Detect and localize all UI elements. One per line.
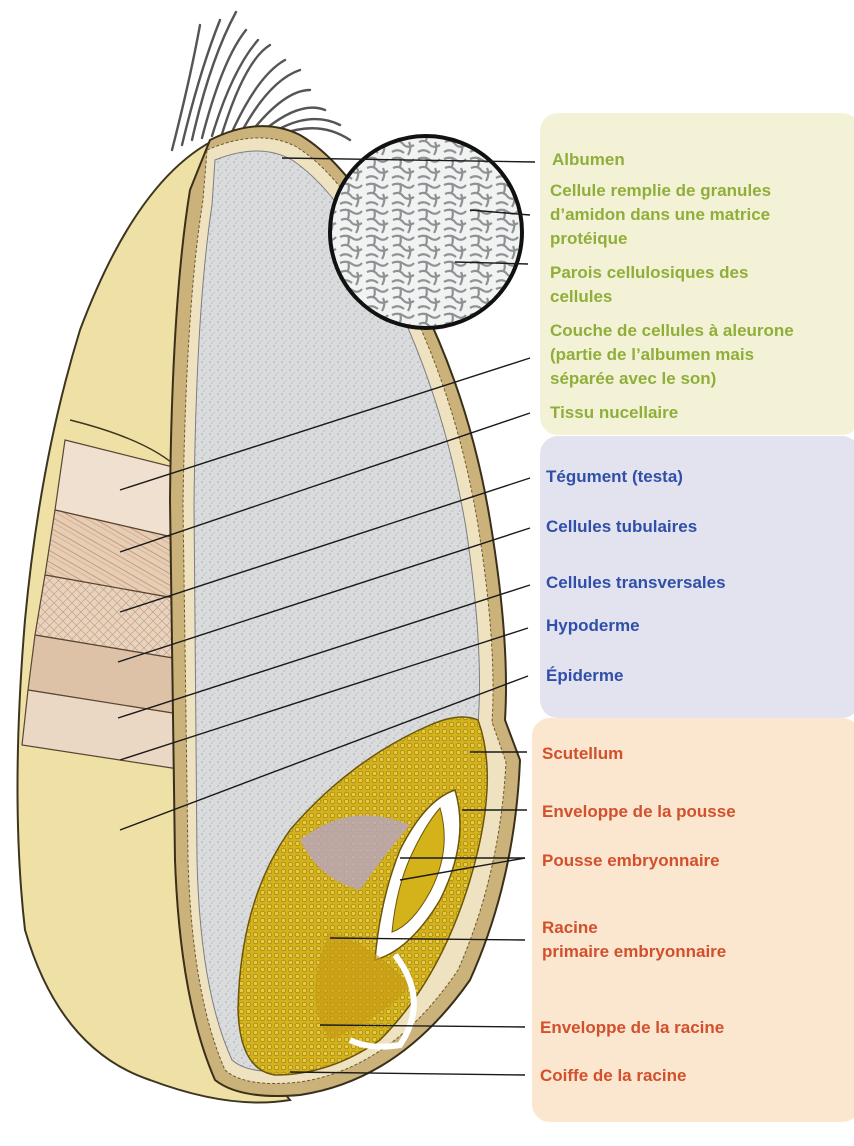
label-coiffe-racine: Coiffe de la racine bbox=[540, 1065, 686, 1087]
label-cellules-transversales: Cellules transversales bbox=[546, 572, 726, 594]
label-couche-line3: séparée avec le son) bbox=[550, 368, 716, 390]
label-couche-line2: (partie de l’albumen mais bbox=[550, 344, 754, 366]
label-scutellum: Scutellum bbox=[542, 743, 623, 765]
label-tissu-nucellaire: Tissu nucellaire bbox=[550, 402, 678, 424]
label-enveloppe-pousse: Enveloppe de la pousse bbox=[542, 801, 736, 823]
label-epiderme: Épiderme bbox=[546, 665, 623, 687]
label-racine-line1: Racine bbox=[542, 917, 598, 939]
label-cellule-line3: protéique bbox=[550, 228, 627, 250]
label-tegument: Tégument (testa) bbox=[546, 466, 683, 488]
label-couche-line1: Couche de cellules à aleurone bbox=[550, 320, 794, 342]
label-parois-line2: cellules bbox=[550, 286, 612, 308]
label-cellule-line1: Cellule remplie de granules bbox=[550, 180, 771, 202]
label-enveloppe-racine: Enveloppe de la racine bbox=[540, 1017, 724, 1039]
label-cellule-line2: d’amidon dans une matrice bbox=[550, 204, 770, 226]
label-albumen: Albumen bbox=[552, 149, 625, 171]
label-racine-line2: primaire embryonnaire bbox=[542, 941, 726, 963]
label-cellules-tubulaires: Cellules tubulaires bbox=[546, 516, 697, 538]
label-hypoderme: Hypoderme bbox=[546, 615, 640, 637]
label-parois-line1: Parois cellulosiques des bbox=[550, 262, 748, 284]
label-pousse-embryonnaire: Pousse embryonnaire bbox=[542, 850, 720, 872]
